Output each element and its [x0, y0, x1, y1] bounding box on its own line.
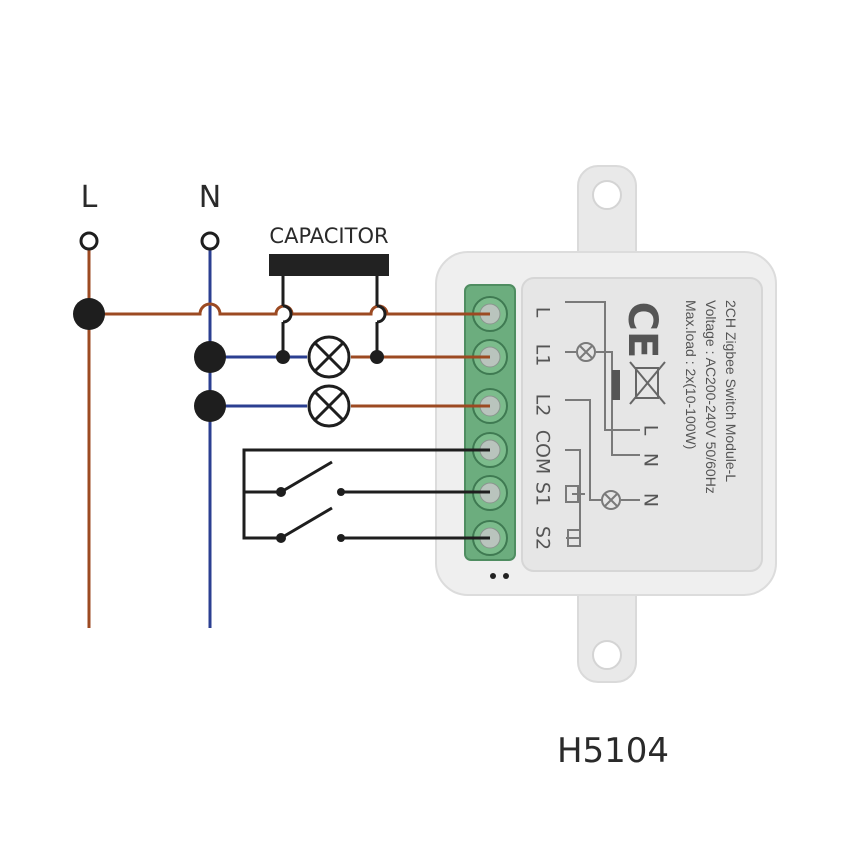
lamp-icon [307, 384, 351, 428]
terminal-labels: L L1 L2 COM S1 S2 [532, 307, 554, 550]
terminal-label-com: COM [532, 430, 554, 475]
ce-mark-icon: CE [619, 302, 665, 359]
device-label-text: 2CH Zigbee Switch Module-L Voltage : AC2… [683, 300, 739, 494]
line-label: L [81, 180, 98, 215]
device-voltage: Voltage : AC200-240V 50/60Hz [703, 300, 719, 494]
ce-mark-text: CE [619, 302, 665, 359]
device-title: 2CH Zigbee Switch Module-L [723, 300, 739, 482]
schematic-label-n1: N [640, 453, 662, 467]
terminal-label-l2: L2 [532, 394, 554, 417]
lamp-icon [307, 335, 351, 379]
terminal-label-l: L [532, 307, 554, 318]
capacitor-icon [269, 254, 389, 276]
switch-icon [276, 506, 345, 543]
capacitor-label: CAPACITOR [269, 224, 388, 248]
terminal-label-l1: L1 [532, 344, 554, 367]
terminal-screw-icon [472, 432, 508, 468]
model-number: H5104 [557, 731, 669, 771]
schematic-label-n2: N [640, 493, 662, 507]
schematic-label-l: L [640, 425, 662, 436]
lamp-icon [576, 342, 596, 362]
terminal-label-s1: S1 [532, 482, 554, 506]
com-wire [242, 448, 490, 540]
lamp-icon [601, 490, 621, 510]
terminal-block [464, 284, 516, 561]
terminal-label-s2: S2 [532, 526, 554, 550]
device-max-load: Max.load : 2x(10-100W) [683, 300, 699, 449]
switch-icon [276, 460, 345, 497]
line-terminal-icon [79, 231, 99, 251]
weee-bin-icon [612, 361, 666, 405]
neutral-terminal-icon [200, 231, 220, 251]
wiring: L N CAPACITOR [73, 180, 490, 628]
device-schematic: L N N [565, 301, 662, 547]
neutral-label: N [199, 180, 221, 215]
